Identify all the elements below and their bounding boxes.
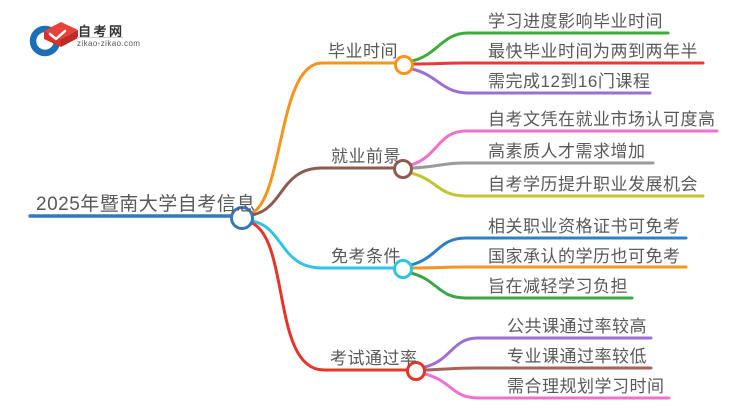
leaf-label[interactable]: 需完成12到16门课程 xyxy=(488,72,651,91)
leaf-label[interactable]: 旨在减轻学习负担 xyxy=(488,277,628,296)
branch-label-pass-rate[interactable]: 考试通过率 xyxy=(330,349,418,368)
edge-leaf-1-2 xyxy=(411,61,705,66)
branch-label-graduation-time[interactable]: 毕业时间 xyxy=(328,42,398,61)
leaf-label[interactable]: 最快毕业时间为两到两年半 xyxy=(488,42,698,61)
branch-label-exemption[interactable]: 免考条件 xyxy=(331,247,401,266)
branch-4-circle[interactable] xyxy=(406,361,426,381)
edge-leaf-3-1 xyxy=(409,236,688,267)
edge-root-employment xyxy=(250,166,396,217)
branch-1-circle[interactable] xyxy=(394,55,414,75)
edge-leaf-2-3 xyxy=(409,171,705,198)
leaf-label[interactable]: 自考文凭在就业市场认可度高 xyxy=(488,110,716,129)
edge-leaf-1-3 xyxy=(410,67,652,95)
edge-leaf-2-2 xyxy=(410,161,655,170)
edge-root-pass-rate xyxy=(250,221,409,372)
root-node-circle[interactable] xyxy=(230,206,254,230)
leaf-label[interactable]: 学习进度影响毕业时间 xyxy=(488,12,663,31)
logo-divider xyxy=(77,37,123,38)
branch-3-circle[interactable] xyxy=(393,259,413,279)
logo-domain: zikao-zikao.com xyxy=(77,39,141,48)
site-logo[interactable]: 自考网 zikao-zikao.com xyxy=(26,14,176,62)
leaf-label[interactable]: 国家承认的学历也可免考 xyxy=(488,247,681,266)
root-node-label[interactable]: 2025年暨南大学自考信息 xyxy=(36,194,256,215)
leaf-label[interactable]: 专业课通过率较低 xyxy=(507,347,647,366)
leaf-label[interactable]: 高素质人才需求增加 xyxy=(488,142,646,161)
edge-root-exemption xyxy=(250,219,396,270)
graduation-cap-icon xyxy=(29,22,78,57)
edge-root-graduation-time xyxy=(250,61,397,215)
logo-title: 自考网 xyxy=(78,24,125,39)
leaf-label[interactable]: 自考学历提升职业发展机会 xyxy=(488,175,698,194)
leaf-label[interactable]: 公共课通过率较高 xyxy=(507,317,647,336)
leaf-label[interactable]: 相关职业资格证书可免考 xyxy=(488,217,681,236)
edge-leaf-4-3 xyxy=(423,372,671,400)
edge-leaf-1-1 xyxy=(410,31,670,63)
leaf-label[interactable]: 需合理规划学习时间 xyxy=(507,377,665,396)
edge-leaf-3-3 xyxy=(409,271,634,300)
edge-leaf-2-1 xyxy=(409,129,719,167)
branch-2-circle[interactable] xyxy=(393,159,413,179)
edge-leaf-4-1 xyxy=(423,336,653,369)
branch-label-employment[interactable]: 就业前景 xyxy=(331,147,401,166)
edge-leaf-4-2 xyxy=(424,366,653,372)
edge-leaf-3-2 xyxy=(410,265,688,270)
